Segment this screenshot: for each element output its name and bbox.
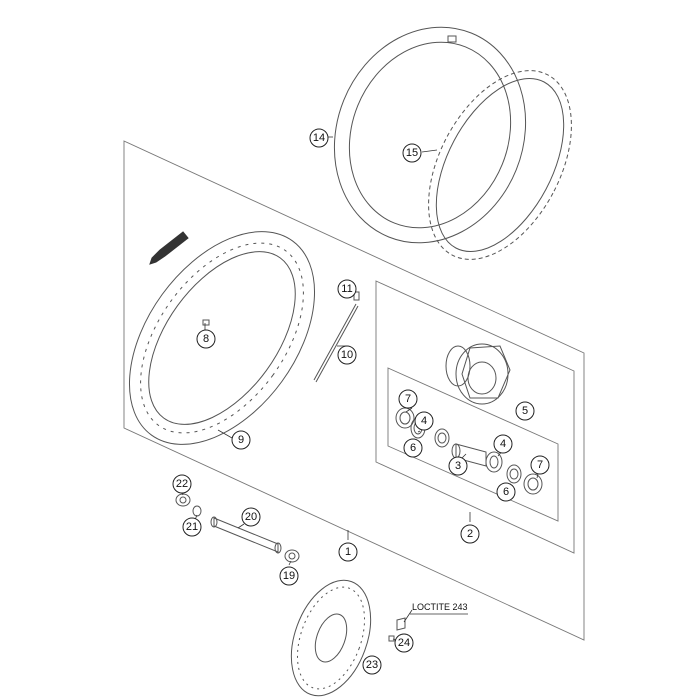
disc-screw [388, 617, 406, 642]
callout-6-right: 6 [496, 482, 516, 502]
svg-text:2: 2 [467, 528, 473, 540]
callout-1: 1 [338, 542, 358, 562]
svg-text:6: 6 [410, 442, 416, 454]
axle-washer [192, 505, 202, 517]
svg-text:7: 7 [405, 393, 411, 405]
callout-19: 19 [279, 566, 299, 586]
callout-21: 21 [182, 517, 202, 537]
callout-24: 24 [394, 633, 414, 653]
leader-lines [181, 136, 541, 642]
loctite-note: LOCTITE 243 [410, 602, 468, 615]
svg-text:20: 20 [245, 511, 257, 523]
callout-4-right: 4 [493, 434, 513, 454]
svg-text:8: 8 [203, 333, 209, 345]
svg-text:LOCTITE 243: LOCTITE 243 [412, 602, 468, 612]
svg-text:4: 4 [500, 438, 506, 450]
callout-7-right: 7 [530, 455, 550, 475]
callout-5: 5 [515, 401, 535, 421]
svg-text:7: 7 [537, 459, 543, 471]
hub-subassembly-frame [375, 280, 575, 554]
tyre [333, 26, 527, 244]
rim [128, 231, 316, 445]
bearing-spacer-left [434, 428, 450, 448]
callout-4-left: 4 [414, 411, 434, 431]
callout-20: 20 [241, 507, 261, 527]
svg-text:6: 6 [503, 486, 509, 498]
svg-text:24: 24 [398, 637, 410, 649]
svg-text:14: 14 [313, 132, 325, 144]
svg-text:10: 10 [341, 349, 353, 361]
bearing-kit-frame [387, 367, 559, 522]
svg-text:9: 9 [238, 434, 244, 446]
svg-text:19: 19 [283, 570, 295, 582]
seal-right [523, 473, 543, 495]
callout-22: 22 [172, 474, 192, 494]
callout-15: 15 [402, 143, 422, 163]
callout-9: 9 [231, 430, 251, 450]
svg-text:23: 23 [366, 659, 378, 671]
svg-text:4: 4 [421, 415, 427, 427]
axle [210, 516, 282, 554]
valve-nut [202, 319, 210, 326]
spoke-nipple [353, 291, 360, 301]
hub [445, 343, 511, 405]
bearing-spacer-right [506, 464, 522, 484]
callout-14: 14 [309, 128, 329, 148]
callout-10: 10 [337, 345, 357, 365]
svg-text:5: 5 [522, 405, 528, 417]
callout-11: 11 [337, 279, 357, 299]
spoke [313, 303, 359, 383]
callout-6-left: 6 [403, 438, 423, 458]
brake-disc [290, 579, 372, 697]
svg-text:15: 15 [406, 147, 418, 159]
svg-text:22: 22 [176, 478, 188, 490]
svg-text:11: 11 [341, 283, 352, 295]
svg-text:21: 21 [186, 521, 198, 533]
callout-7-left: 7 [398, 389, 418, 409]
assembly-frame [123, 140, 585, 641]
callout-23: 23 [362, 655, 382, 675]
axle-spacer [175, 493, 191, 507]
svg-text:3: 3 [455, 460, 461, 472]
callout-2: 2 [460, 524, 480, 544]
rotation-direction-arrow [149, 231, 189, 265]
callout-3: 3 [448, 456, 468, 476]
callout-8: 8 [196, 329, 216, 349]
svg-text:1: 1 [345, 546, 351, 558]
rim-tape [428, 70, 572, 260]
bearing-right [485, 451, 503, 473]
axle-distance-bushing [284, 549, 300, 563]
